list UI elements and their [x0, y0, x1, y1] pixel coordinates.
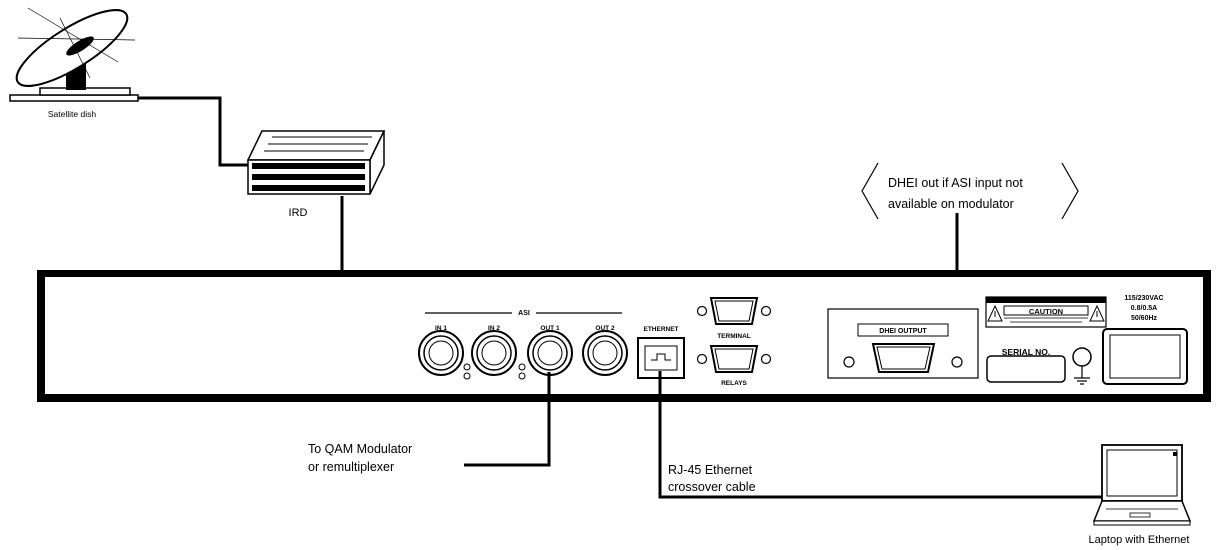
satellite-dish-label: Satellite dish	[48, 109, 96, 119]
dhei-note-bracket	[861, 162, 1079, 220]
power-inlet-icon[interactable]	[1102, 328, 1188, 385]
asi-in1-connector[interactable]	[418, 330, 464, 376]
ground-icon	[1072, 347, 1092, 385]
asi-status-leds	[463, 363, 526, 380]
ird-box-icon	[246, 130, 386, 195]
serial-number-plate	[986, 355, 1066, 383]
db9-connector-icon[interactable]	[696, 297, 772, 325]
ird-label: IRD	[289, 207, 308, 219]
asi-out1-to-qam-cable	[464, 372, 551, 467]
db9-connector-icon[interactable]	[696, 345, 772, 373]
asi-in2-connector[interactable]	[471, 330, 517, 376]
asi-group-label: ASI	[518, 310, 530, 317]
dish-to-ird-cable	[138, 96, 250, 167]
asi-out1-connector[interactable]	[527, 330, 573, 376]
relays-label: RELAYS	[721, 380, 747, 387]
laptop-icon	[1092, 444, 1192, 526]
db9-connector-icon[interactable]	[843, 343, 963, 373]
laptop-label: Laptop with Ethernet	[1089, 534, 1190, 546]
asi-out2-connector[interactable]	[582, 330, 628, 376]
rj45-port-icon[interactable]	[637, 337, 685, 379]
caution-text: CAUTION	[1029, 307, 1063, 316]
asi-in2-label: IN 2	[488, 325, 500, 332]
asi-in1-label: IN 1	[435, 325, 447, 332]
warning-icon	[987, 304, 1003, 322]
dhei-output-label: DHEI OUTPUT	[879, 328, 927, 335]
dhei-note-line1: DHEI out if ASI input not	[888, 176, 1023, 190]
satellite-dish-icon	[9, 7, 139, 102]
terminal-label: TERMINAL	[717, 333, 751, 340]
warning-icon	[1089, 304, 1105, 322]
asi-out1-label: OUT 1	[540, 325, 560, 332]
caution-label-plate	[985, 296, 1107, 328]
dhei-note-line2: available on modulator	[888, 197, 1014, 211]
power-rating-line3: 50/60Hz	[1131, 315, 1158, 322]
qam-label-line2: or remultiplexer	[308, 460, 394, 474]
rj45-label-line2: crossover cable	[668, 480, 756, 494]
asi-out2-label: OUT 2	[595, 325, 615, 332]
power-rating-line2: 0.8/0.5A	[1131, 305, 1157, 312]
ethernet-label: ETHERNET	[643, 326, 678, 333]
serial-number-label: SERIAL NO.	[1002, 347, 1051, 357]
power-rating-line1: 115/230VAC	[1124, 295, 1163, 302]
rj45-label-line1: RJ-45 Ethernet	[668, 463, 753, 477]
qam-label-line1: To QAM Modulator	[308, 442, 412, 456]
ethernet-crossover-cable	[658, 371, 1103, 499]
